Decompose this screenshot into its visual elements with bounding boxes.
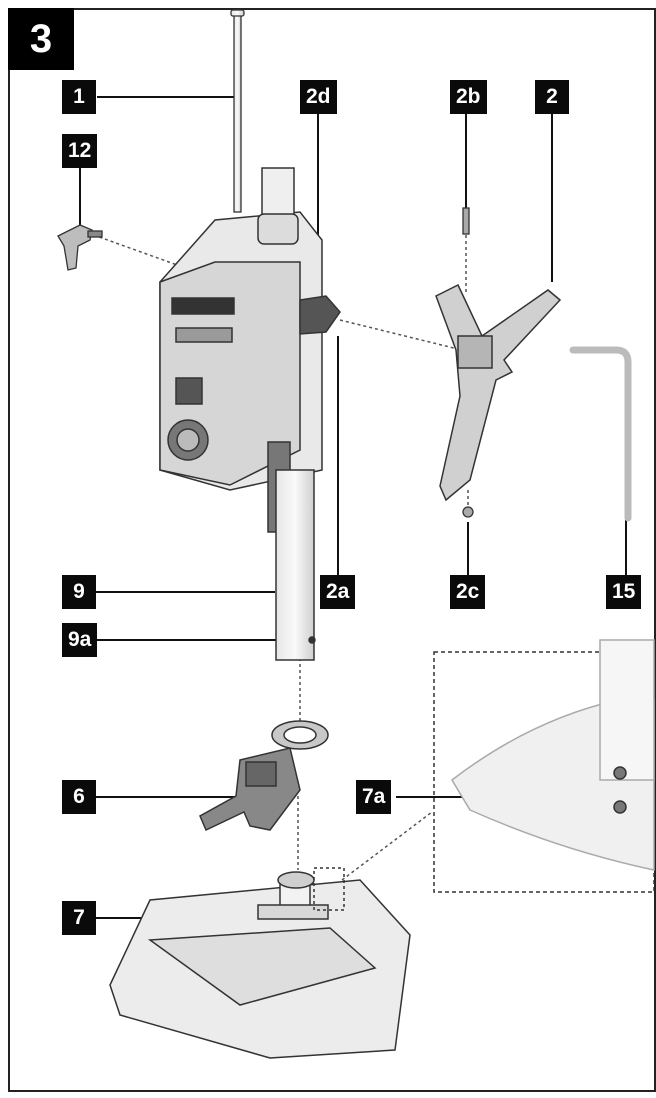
hex-key — [569, 346, 632, 522]
figure-frame — [8, 8, 656, 1092]
part-label-9a: 9a — [62, 623, 98, 657]
part-label-12: 12 — [62, 134, 98, 168]
part-label-2d: 2d — [300, 80, 337, 114]
three-arm-handle — [435, 283, 562, 502]
part-label-2b: 2b — [450, 80, 487, 114]
part-label-2c: 2c — [450, 575, 486, 609]
column-tube — [275, 469, 316, 661]
part-label-15: 15 — [606, 575, 642, 609]
knob-part — [57, 224, 103, 271]
depth-stop-part — [199, 720, 329, 832]
rod-part — [230, 9, 245, 213]
base-plate — [109, 867, 411, 1059]
part-label-2a: 2a — [320, 575, 356, 609]
detail-inset — [433, 639, 655, 893]
part-label-1: 1 — [62, 80, 96, 114]
part-label-7: 7 — [62, 901, 96, 935]
part-label-7a: 7a — [356, 780, 392, 814]
figure-number: 3 — [8, 8, 74, 70]
part-label-9: 9 — [62, 575, 96, 609]
part-label-6: 6 — [62, 780, 96, 814]
assembly-guide-lines — [87, 232, 471, 881]
screw-part — [462, 207, 474, 518]
part-label-2: 2 — [535, 80, 569, 114]
drill-holder-body — [159, 167, 341, 533]
